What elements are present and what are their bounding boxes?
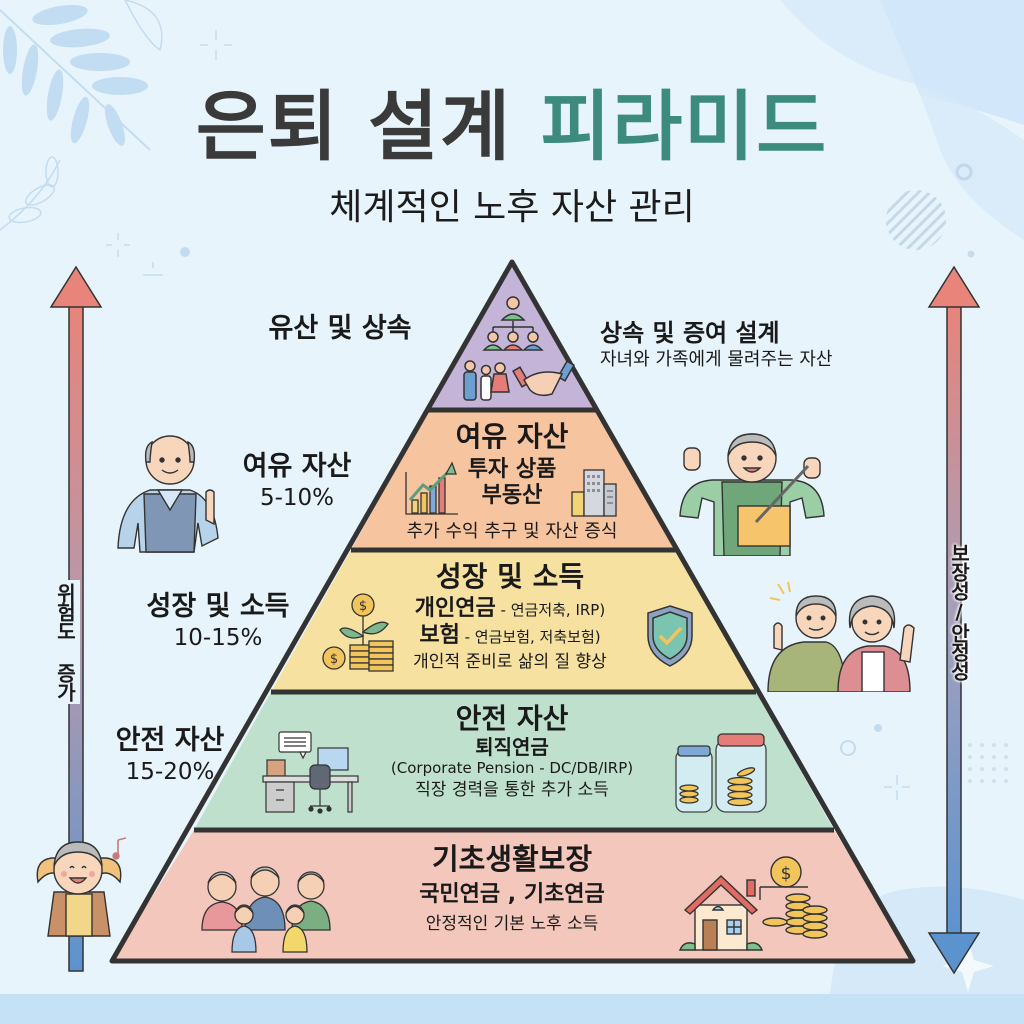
svg-text:$: $ [330, 652, 338, 667]
org-chart-icon [482, 296, 544, 351]
tier-surplus-line2: 부동산 [481, 483, 543, 508]
svg-text:$: $ [359, 599, 367, 614]
elderly-man-with-box-illustration [679, 433, 825, 556]
legacy-right-desc: 자녀와 가족에게 물려주는 자산 [600, 349, 833, 370]
safe-side-title: 안전 자산 [115, 725, 225, 756]
title-part2: 피라미드 [540, 82, 829, 171]
surplus-side-label: 여유 자산 5-10% [212, 450, 382, 512]
elderly-man-pointing-illustration [117, 435, 219, 553]
tier-growth-line1: 개인연금 - 연금저축, IRP) [360, 596, 660, 623]
surplus-side-pct: 5-10% [259, 485, 335, 511]
tier-surplus-line1: 투자 상품 [467, 457, 557, 482]
tier-growth-line1-main: 개인연금 [414, 596, 496, 621]
tier-basic-desc: 안정적인 기본 노후 소득 [425, 914, 599, 934]
growth-chart-icon [405, 461, 458, 515]
safe-side-label: 안전 자산 15-20% [80, 724, 260, 786]
growth-side-pct: 10-15% [173, 625, 263, 651]
buildings-icon [571, 469, 617, 517]
legacy-side-title: 유산 및 상속 [268, 313, 412, 344]
tier-surplus: 여유 자산 [400, 420, 624, 454]
handshake-icon [512, 360, 575, 397]
tier-growth-line1-sub: - 연금저축, IRP) [495, 601, 606, 619]
legacy-right-title: 상속 및 증여 설계 [600, 319, 780, 347]
tier-safe-line2: (Corporate Pension - DC/DB/IRP) [390, 759, 634, 777]
tier-safe: 안전 자산 퇴직연금 (Corporate Pension - DC/DB/IR… [352, 702, 672, 802]
tier-growth-line2-main: 보험 [419, 623, 460, 648]
tier-safe-title: 안전 자산 [455, 702, 569, 735]
tier-growth: 성장 및 소득 개인연금 - 연금저축, IRP) 보험 - 연금보험, 저축보… [360, 560, 660, 674]
tier-growth-line2-sub: - 연금보험, 저축보험) [459, 628, 601, 646]
money-plant-icon: $ $ [322, 593, 394, 672]
surplus-side-title: 여유 자산 [242, 451, 352, 482]
tier-safe-line1: 퇴직연금 [475, 735, 549, 759]
family-icon [463, 360, 510, 401]
risk-increase-label: 위험도 증가 [51, 580, 80, 704]
tier-basic-title: 기초생활보장 [431, 842, 593, 876]
tier-surplus-desc: 추가 수익 추구 및 자산 증식 [406, 521, 618, 542]
title-part1: 은퇴 설계 [195, 82, 512, 171]
tier-growth-title: 성장 및 소득 [435, 560, 585, 593]
legacy-side-label: 유산 및 상속 [240, 312, 440, 346]
stability-arrow [927, 265, 981, 975]
page-subtitle: 체계적인 노후 자산 관리 [329, 187, 695, 228]
elderly-couple-waving-illustration [767, 581, 915, 692]
house-coins-icon: $ [678, 856, 828, 951]
family-group-icon [201, 866, 331, 953]
tier-basic-line1: 국민연금 , 기초연금 [419, 882, 605, 907]
legacy-right-label: 상속 및 증여 설계 자녀와 가족에게 물려주는 자산 [600, 318, 890, 372]
stability-label: 보장성/안정성 [947, 543, 971, 680]
tier-safe-desc: 직장 경력을 통한 추가 소득 [415, 780, 609, 800]
page-title: 은퇴 설계 피라미드 [0, 82, 1024, 172]
tier-safe-shape [194, 692, 834, 830]
svg-text:$: $ [781, 864, 792, 884]
office-desk-icon [262, 731, 359, 814]
tier-surplus-items: 투자 상품 부동산 [452, 457, 572, 509]
shield-check-icon [647, 605, 693, 667]
growth-side-title: 성장 및 소득 [146, 591, 290, 622]
tier-basic: 기초생활보장 국민연금 , 기초연금 안정적인 기본 노후 소득 [362, 842, 662, 936]
tier-growth-desc: 개인적 준비로 삶의 질 향상 [413, 652, 607, 672]
coin-jars-icon [675, 733, 767, 813]
tier-surplus-title: 여유 자산 [455, 420, 569, 453]
safe-side-pct: 15-20% [125, 759, 215, 785]
growth-side-label: 성장 및 소득 10-15% [118, 590, 318, 652]
tier-growth-line2: 보험 - 연금보험, 저축보험) [360, 623, 660, 650]
elderly-woman-relaxing-illustration [36, 837, 127, 937]
tier-surplus-desc-wrap: 추가 수익 추구 및 자산 증식 [370, 520, 654, 544]
